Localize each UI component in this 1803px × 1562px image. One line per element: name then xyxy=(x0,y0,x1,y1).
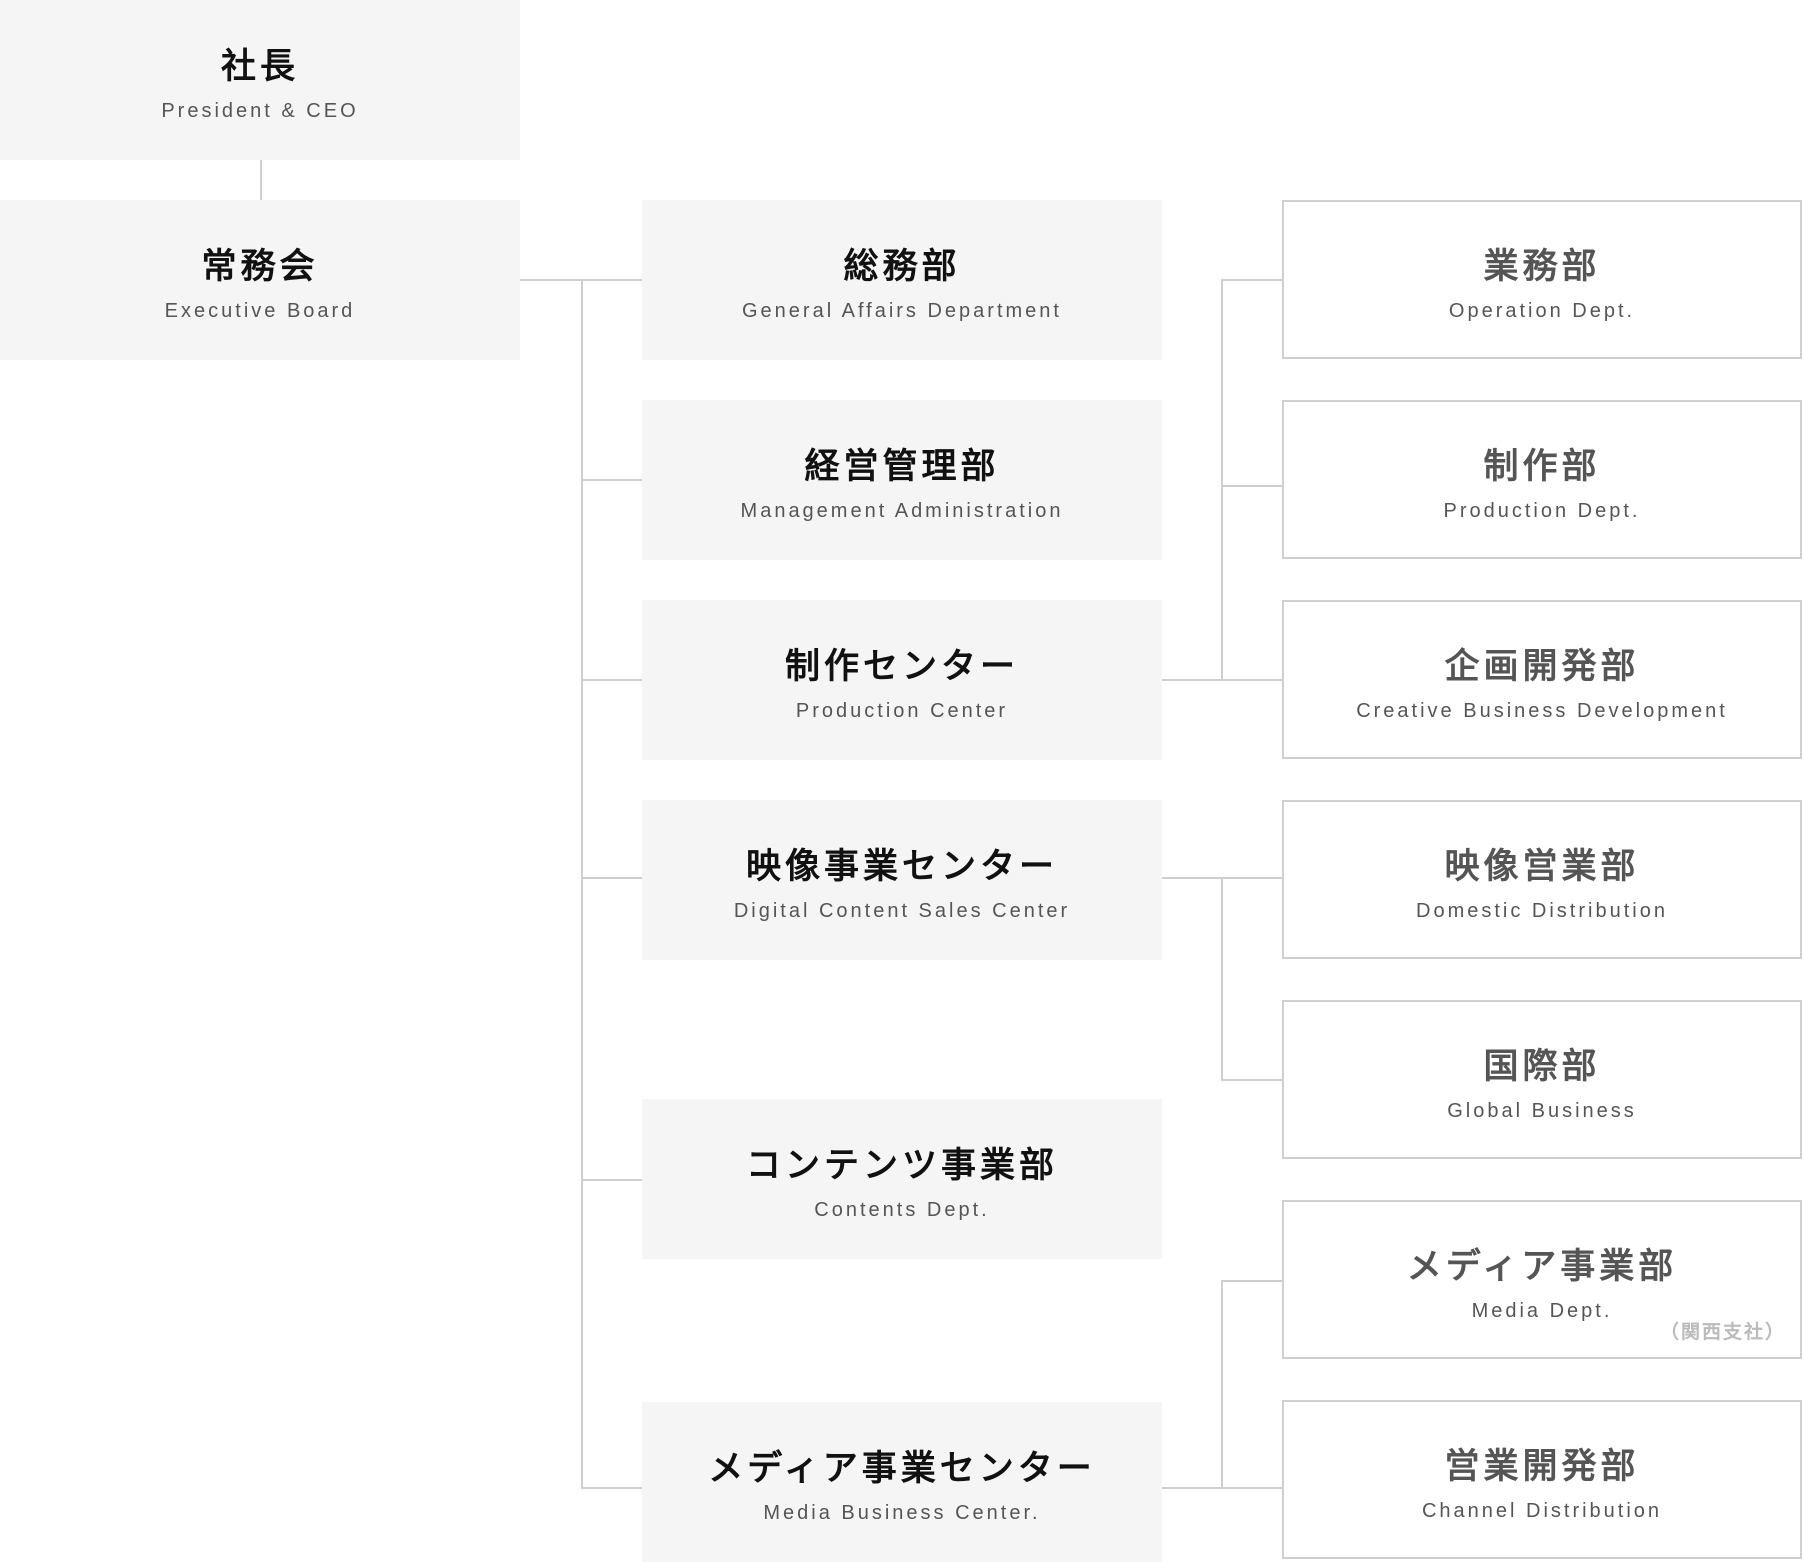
box-subtitle: Operation Dept. xyxy=(1448,300,1636,322)
org-box-department: 映像営業部 Domestic Distribution xyxy=(1282,800,1802,959)
org-box-department: 国際部 Global Business xyxy=(1282,1000,1802,1159)
connector-media-trunk xyxy=(1221,1280,1223,1489)
connector-branch xyxy=(1221,279,1282,281)
org-box-department: 営業開発部 Channel Distribution xyxy=(1282,1400,1802,1559)
box-title: 経営管理部 xyxy=(804,447,1000,486)
connector-branch xyxy=(1221,485,1282,487)
connector-branch xyxy=(581,279,642,281)
org-box-center: コンテンツ事業部 Contents Dept. xyxy=(642,1099,1162,1259)
box-title: 制作センター xyxy=(784,647,1019,686)
box-subtitle: Channel Distribution xyxy=(1421,1500,1663,1522)
box-subtitle: President & CEO xyxy=(161,100,359,122)
box-title: 総務部 xyxy=(843,247,961,286)
box-title: 社長 xyxy=(220,47,299,86)
org-box-center: 映像事業センター Digital Content Sales Center xyxy=(642,800,1162,960)
org-box-center: 総務部 General Affairs Department xyxy=(642,200,1162,360)
branch-note: （関西支社） xyxy=(1659,1322,1786,1343)
box-subtitle: Media Business Center. xyxy=(763,1502,1041,1524)
org-box-department: 制作部 Production Dept. xyxy=(1282,400,1802,559)
org-box-center: メディア事業センター Media Business Center. xyxy=(642,1402,1162,1562)
box-subtitle: Production Center xyxy=(795,700,1009,722)
box-subtitle: Management Administration xyxy=(740,500,1064,522)
box-title: 制作部 xyxy=(1483,447,1601,486)
connector-branch xyxy=(1221,1280,1282,1282)
box-subtitle: Global Business xyxy=(1447,1100,1637,1122)
box-title: コンテンツ事業部 xyxy=(745,1146,1058,1185)
connector-branch xyxy=(581,1487,642,1489)
box-title: 映像事業センター xyxy=(745,847,1058,886)
org-box-department: メディア事業部 Media Dept. （関西支社） xyxy=(1282,1200,1802,1359)
connector-trunk xyxy=(581,279,583,1488)
box-subtitle: Domestic Distribution xyxy=(1416,900,1668,922)
org-box-president: 社長 President & CEO xyxy=(0,0,520,160)
connector-board-trunk xyxy=(520,279,582,281)
org-box-center: 制作センター Production Center xyxy=(642,600,1162,760)
box-title: 企画開発部 xyxy=(1444,647,1640,686)
box-subtitle: Creative Business Development xyxy=(1356,700,1728,722)
org-box-department: 企画開発部 Creative Business Development xyxy=(1282,600,1802,759)
box-title: 映像営業部 xyxy=(1444,847,1640,886)
box-subtitle: General Affairs Department xyxy=(742,300,1062,322)
connector-digital-trunk xyxy=(1221,877,1223,1079)
connector-branch xyxy=(581,479,642,481)
box-subtitle: Production Dept. xyxy=(1443,500,1641,522)
org-box-center: 経営管理部 Management Administration xyxy=(642,400,1162,560)
box-title: 業務部 xyxy=(1483,247,1601,286)
org-box-department: 業務部 Operation Dept. xyxy=(1282,200,1802,359)
connector-ceo-board xyxy=(260,160,262,200)
box-title: 営業開発部 xyxy=(1444,1447,1640,1486)
box-subtitle: Contents Dept. xyxy=(814,1199,990,1221)
box-title: メディア事業センター xyxy=(708,1449,1096,1488)
connector-branch xyxy=(1221,1079,1282,1081)
org-box-executive-board: 常務会 Executive Board xyxy=(0,200,520,360)
connector-branch xyxy=(581,877,642,879)
box-title: メディア事業部 xyxy=(1406,1247,1678,1286)
connector-branch xyxy=(581,1179,642,1181)
box-title: 常務会 xyxy=(201,247,319,286)
connector-production-trunk xyxy=(1221,279,1223,681)
box-subtitle: Digital Content Sales Center xyxy=(733,900,1071,922)
box-subtitle: Media Dept. xyxy=(1471,1300,1613,1322)
connector-branch xyxy=(581,679,642,681)
box-subtitle: Executive Board xyxy=(164,300,356,322)
box-title: 国際部 xyxy=(1483,1047,1601,1086)
